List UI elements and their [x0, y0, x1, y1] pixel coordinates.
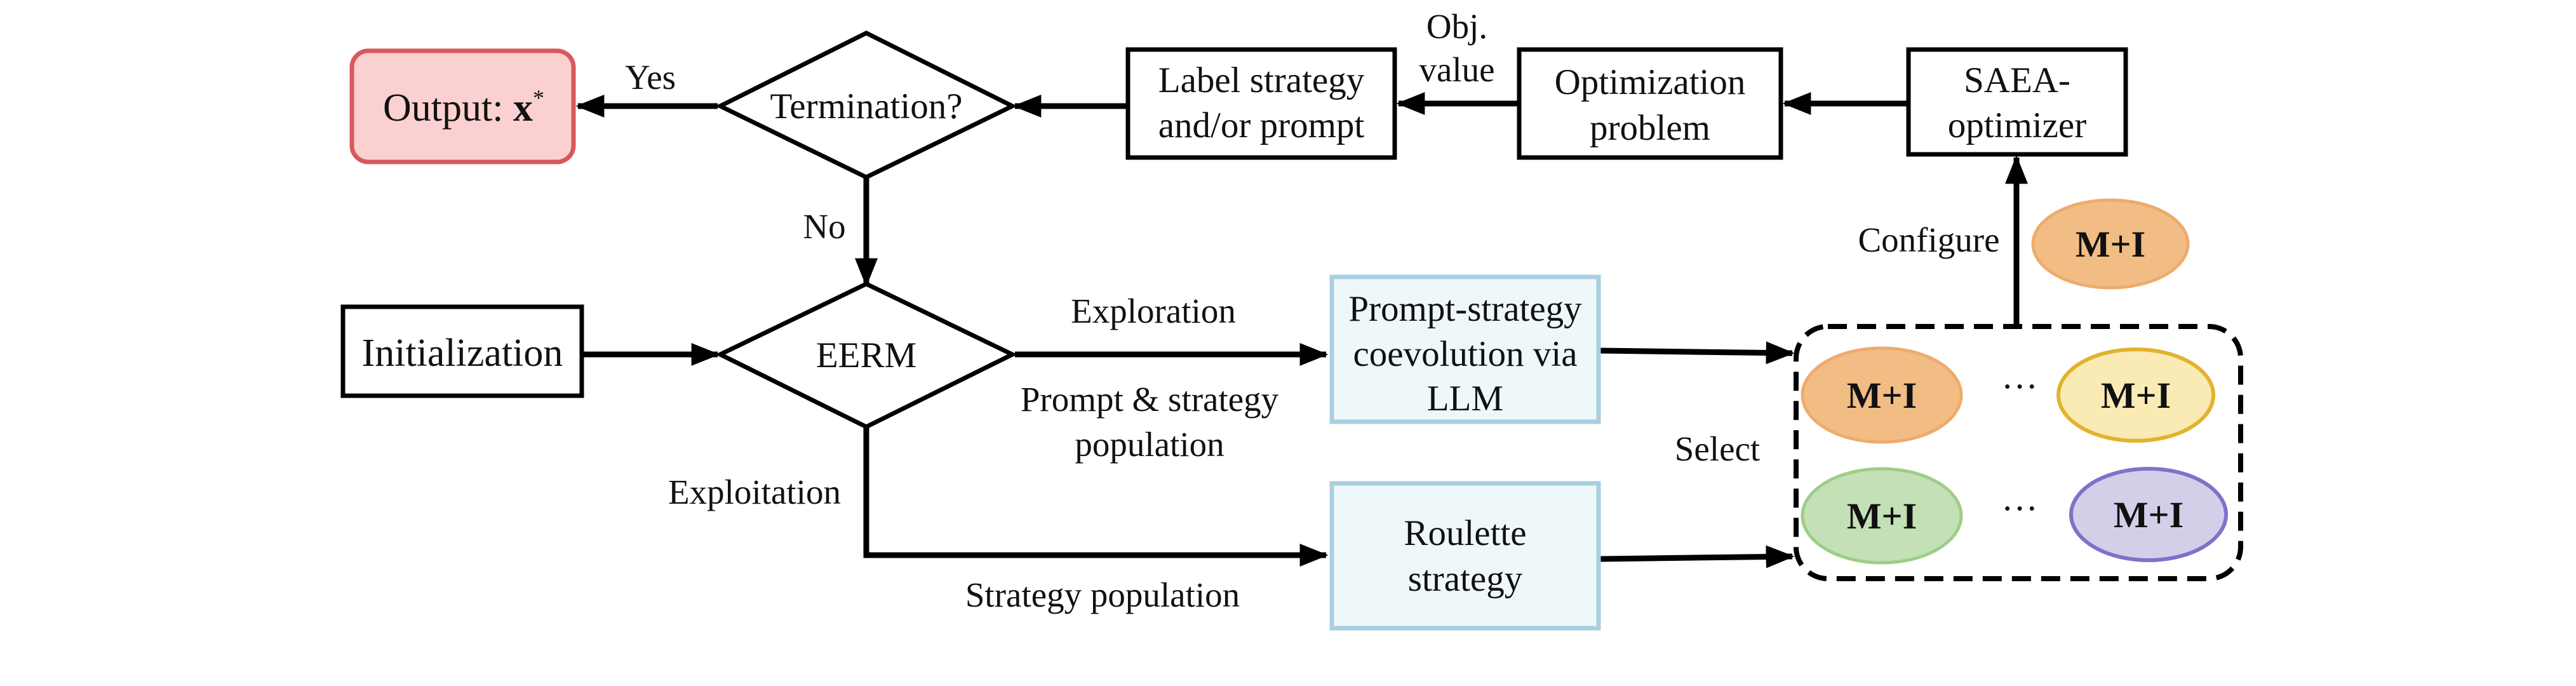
output-label: Output: x*	[383, 85, 544, 130]
pool-dots-top: ···	[2001, 366, 2038, 407]
label-strategy-box	[1125, 47, 1397, 160]
termination-label: Termination?	[770, 86, 962, 126]
mi-top-left-ellipse	[1801, 346, 1963, 444]
mi-bottom-left-label: M+I	[1847, 495, 1917, 537]
label-strategy-line2: and/or prompt	[1158, 105, 1365, 145]
initialization-label: Initialization	[362, 332, 563, 375]
termination-node: Termination?	[715, 30, 1017, 180]
edge-roulette-to-pool	[1599, 545, 1795, 568]
edge-label-yes: Yes	[625, 58, 676, 97]
mi-top-left-label: M+I	[1847, 375, 1917, 416]
prompt-strategy-node: Prompt-strategy coevolution via LLM	[1329, 274, 1601, 424]
edge-label-exploration: Exploration	[1071, 292, 1236, 330]
edge-label-obj-value-line1: Obj.	[1426, 7, 1487, 46]
edges	[575, 92, 2028, 568]
selection-pool: M+I ··· M+I M+I ··· M+I	[1794, 324, 2243, 581]
edge-labels: Yes No Obj. value Configure Exploration …	[625, 7, 2000, 614]
output-box	[349, 48, 576, 165]
edge-label-obj-value-line2: value	[1419, 50, 1494, 89]
roulette-line1: Roulette	[1404, 513, 1526, 553]
prompt-strategy-box	[1329, 274, 1601, 424]
mi-top-right-ellipse	[2056, 347, 2215, 443]
edge-label-no: No	[803, 207, 845, 246]
mi-top-right-label: M+I	[2101, 375, 2171, 416]
mi-configure-node: M+I	[2031, 198, 2190, 290]
edge-label-strategy-population: Strategy population	[965, 575, 1240, 614]
optimization-line2: problem	[1590, 108, 1710, 148]
roulette-box	[1329, 481, 1601, 631]
saea-optimizer-node: SAEA- optimizer	[1906, 47, 2128, 157]
output-x-star: x	[513, 86, 533, 130]
termination-diamond	[715, 30, 1017, 180]
edge-label-configure: Configure	[1858, 220, 1999, 259]
eerm-node: EERM	[715, 281, 1017, 429]
mi-bottom-right-ellipse	[2069, 467, 2228, 562]
roulette-line2: strategy	[1408, 559, 1523, 599]
saea-optimizer-box	[1906, 47, 2128, 157]
edge-eerm-to-roulette	[863, 427, 1329, 567]
prompt-strategy-line1: Prompt-strategy	[1348, 289, 1582, 329]
output-superscript: *	[533, 85, 544, 111]
initialization-box	[340, 304, 584, 398]
prompt-strategy-line2: coevolution via	[1353, 334, 1578, 374]
eerm-label: EERM	[816, 335, 916, 375]
edge-label-prompt-pop-line2: population	[1075, 425, 1224, 464]
saea-line2: optimizer	[1948, 105, 2086, 145]
edge-label-select: Select	[1675, 429, 1760, 468]
label-strategy-node: Label strategy and/or prompt	[1125, 47, 1397, 160]
mi-bottom-right-label: M+I	[2114, 494, 2184, 535]
optimization-line1: Optimization	[1555, 62, 1746, 102]
eerm-diamond	[715, 281, 1017, 429]
pool-dots-bottom: ···	[2001, 488, 2038, 529]
saea-line1: SAEA-	[1964, 60, 2070, 100]
label-strategy-line1: Label strategy	[1158, 60, 1365, 100]
optimization-node: Optimization problem	[1517, 47, 1783, 160]
edge-label-prompt-pop-line1: Prompt & strategy	[1021, 380, 1279, 419]
prompt-strategy-line3: LLM	[1427, 379, 1503, 419]
roulette-node: Roulette strategy	[1329, 481, 1601, 631]
mi-configure-ellipse	[2031, 198, 2190, 290]
mi-bottom-left-ellipse	[1801, 467, 1963, 565]
optimization-box	[1517, 47, 1783, 160]
edge-prompt-strategy-to-pool	[1599, 341, 1795, 365]
selection-pool-border	[1794, 324, 2243, 581]
initialization-node: Initialization	[340, 304, 584, 398]
output-node: Output: x*	[349, 48, 576, 165]
edge-label-exploitation: Exploitation	[668, 473, 841, 511]
mi-configure-label: M+I	[2076, 224, 2145, 265]
